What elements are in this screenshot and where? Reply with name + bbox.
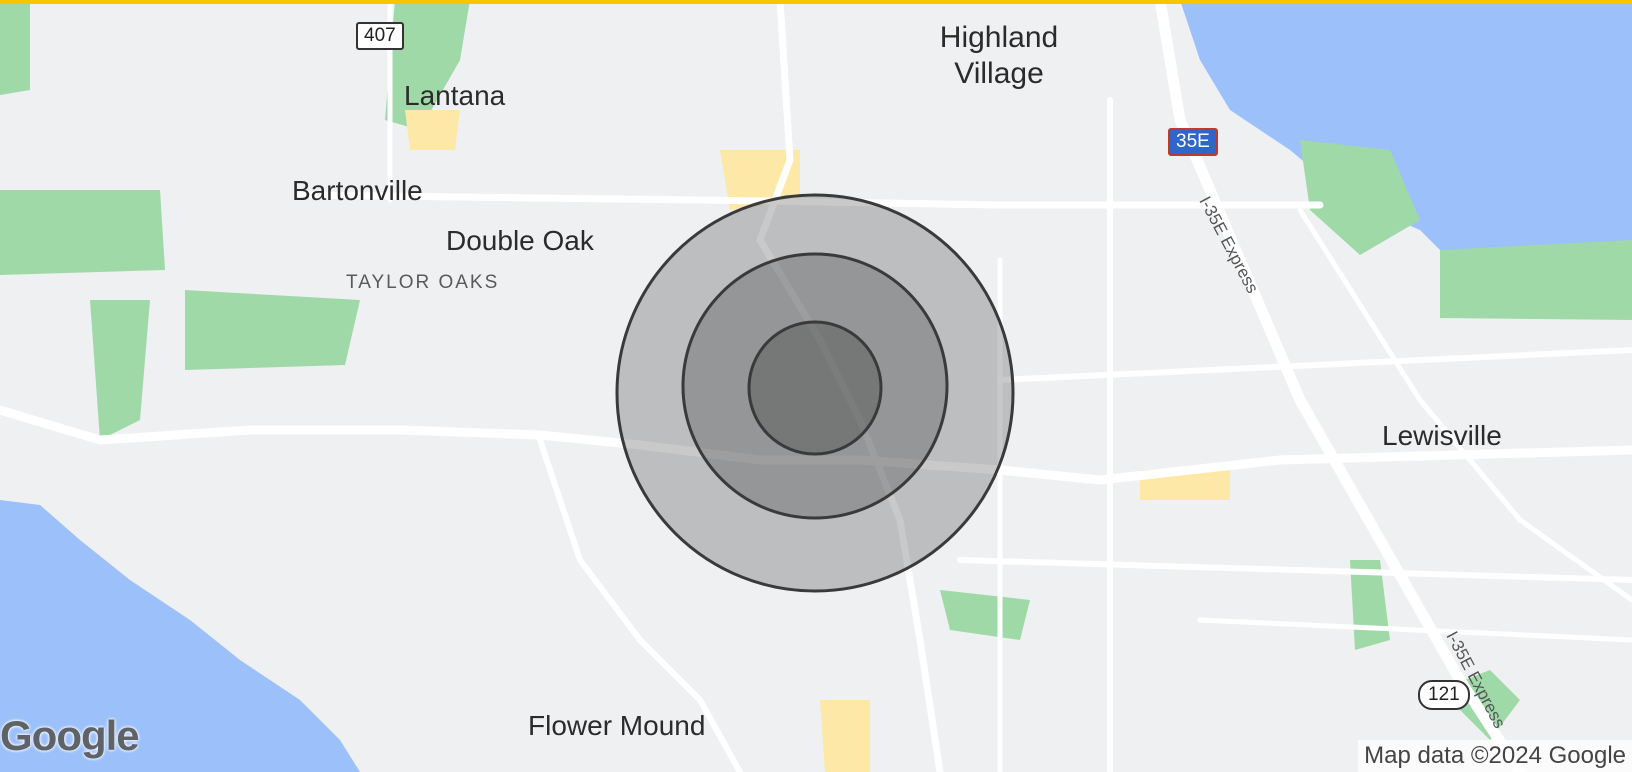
park-area bbox=[90, 300, 150, 440]
road bbox=[756, 0, 944, 772]
park-area bbox=[940, 590, 1030, 640]
park-area bbox=[385, 0, 470, 130]
place-label-flower-mound: Flower Mound bbox=[528, 710, 706, 741]
road bbox=[1197, 617, 1632, 643]
google-logo: Google bbox=[0, 712, 140, 759]
route-shield-121-icon: 121 bbox=[1418, 680, 1470, 710]
place-label-bartonville: Bartonville bbox=[292, 175, 423, 206]
top-accent-bar bbox=[0, 0, 1632, 4]
route-shield-407-icon: 407 bbox=[356, 22, 404, 50]
park-area bbox=[0, 190, 165, 275]
park-area bbox=[1300, 140, 1420, 255]
place-label-highland-village: Highland Village bbox=[939, 21, 1059, 90]
road bbox=[997, 347, 1632, 383]
interstate-shield-35e-icon: 35E bbox=[1168, 128, 1218, 156]
place-label-lewisville: Lewisville bbox=[1382, 420, 1502, 451]
urban-area bbox=[405, 110, 460, 150]
water-grapevine-lake bbox=[0, 500, 360, 772]
map-attribution[interactable]: Map data ©2024 Google bbox=[1358, 740, 1632, 772]
place-label-lantana: Lantana bbox=[404, 80, 506, 111]
road bbox=[537, 437, 743, 772]
road bbox=[1297, 207, 1632, 603]
road bbox=[296, 191, 1324, 209]
park-area bbox=[0, 0, 30, 95]
place-label-double-oak: Double Oak bbox=[446, 225, 594, 256]
outer-ring bbox=[615, 193, 1015, 593]
park-area bbox=[185, 290, 360, 370]
park-area bbox=[1440, 240, 1632, 320]
inner-ring bbox=[747, 320, 883, 456]
water-lewisville-lake bbox=[1180, 0, 1632, 262]
road bbox=[957, 557, 1632, 583]
middle-ring bbox=[681, 252, 949, 520]
urban-area bbox=[820, 700, 870, 772]
place-label-taylor-oaks: TAYLOR OAKS bbox=[346, 272, 500, 293]
